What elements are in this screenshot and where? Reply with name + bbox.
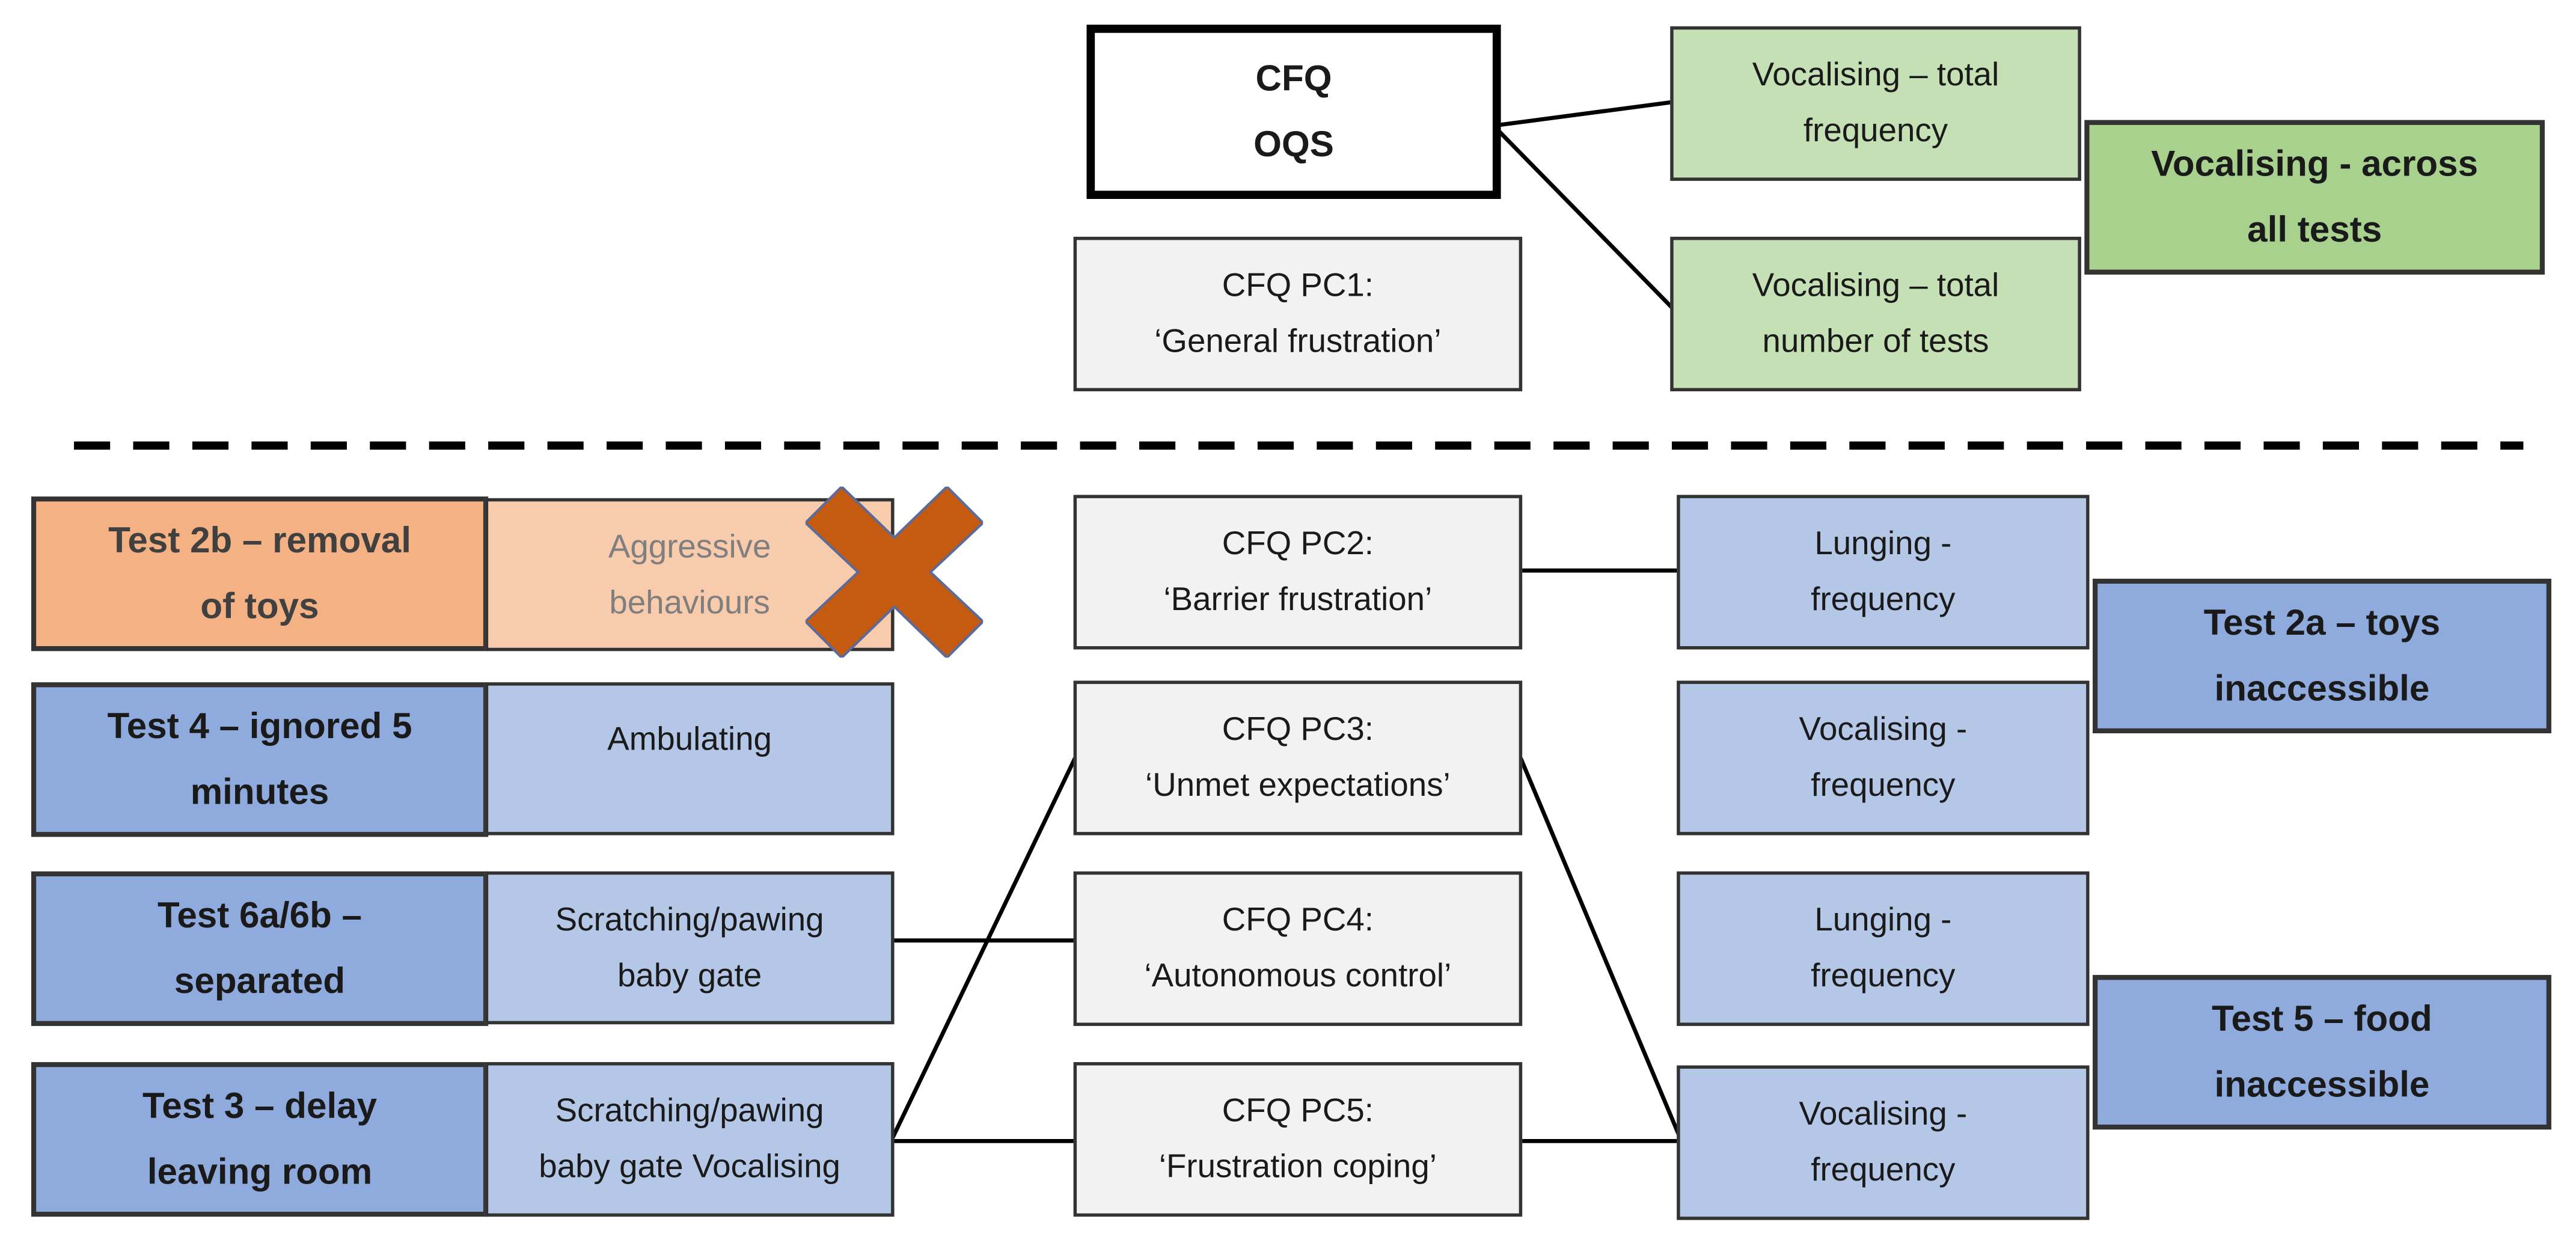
vocalising-frequency-box: Vocalising - frequency — [1677, 680, 2090, 835]
cfq-pc3-box: CFQ PC3: ‘Unmet expectations’ — [1073, 680, 1523, 835]
vocalising-all-tests-box: Vocalising - across all tests — [2084, 120, 2545, 275]
lunging-frequency-box: Lunging - frequency — [1677, 871, 2090, 1026]
vocalising-total-frequency-box: Vocalising – total frequency — [1670, 26, 2081, 181]
vocalising-total-tests-box: Vocalising – total number of tests — [1670, 236, 2081, 392]
ambulating-box: Ambulating — [485, 682, 895, 835]
cfq-pc4-box: CFQ PC4: ‘Autonomous control’ — [1073, 871, 1523, 1026]
cfq-pc2-box: CFQ PC2: ‘Barrier frustration’ — [1073, 495, 1523, 650]
test-2b-box: Test 2b – removal of toys — [31, 496, 489, 652]
cfq-pc1-box: CFQ PC1: ‘General frustration’ — [1073, 236, 1523, 392]
test-4-box: Test 4 – ignored 5 minutes — [31, 682, 489, 837]
test-3-box: Test 3 – delay leaving room — [31, 1062, 489, 1217]
cfq-oqs-box: CFQ OQS — [1086, 25, 1501, 199]
test-5-box: Test 5 – food inaccessible — [2093, 975, 2551, 1130]
test-2a-box: Test 2a – toys inaccessible — [2093, 578, 2551, 733]
connector-scratchvoc-pc3 — [890, 757, 1077, 1139]
connector-oqs-voc-tests — [1498, 130, 1675, 311]
cfq-pc5-box: CFQ PC5: ‘Frustration coping’ — [1073, 1062, 1523, 1217]
lunging-frequency-box: Lunging - frequency — [1677, 495, 2090, 650]
connector-oqs-voc-freq — [1499, 100, 1674, 127]
cross-icon — [805, 486, 984, 658]
connector-pc3-vocalising — [1519, 757, 1682, 1139]
scratching-vocalising-box: Scratching/pawing baby gate Vocalising — [485, 1062, 895, 1217]
vocalising-frequency-box: Vocalising - frequency — [1677, 1065, 2090, 1220]
scratching-baby-gate-box: Scratching/pawing baby gate — [485, 871, 895, 1025]
test-6a-6b-box: Test 6a/6b – separated — [31, 871, 489, 1026]
